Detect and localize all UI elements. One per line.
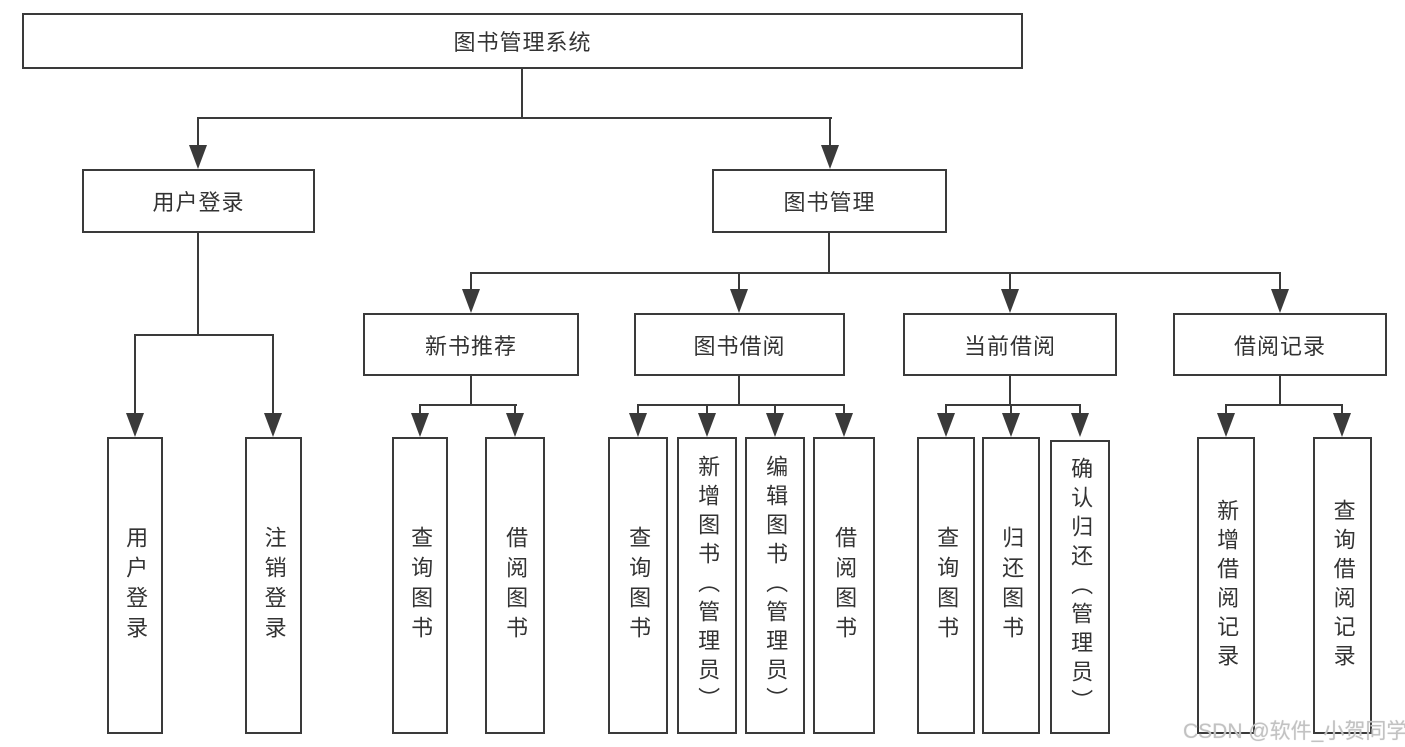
node-label: 查询借阅记录 (1330, 498, 1356, 673)
connector-stem (945, 404, 947, 418)
connector-stem (1010, 404, 1012, 418)
node-label: 编辑图书（管理员） (763, 455, 789, 716)
node-label: 新书推荐 (424, 333, 517, 359)
node-label: 新增图书（管理员） (695, 455, 721, 716)
arrowhead-book-management (821, 145, 839, 169)
connector-root-horizontal (197, 117, 832, 119)
connector-stem-current-borrow (1009, 272, 1011, 292)
arrowhead-book-borrow (730, 289, 748, 313)
node-library-management-system: 图书管理系统 (22, 13, 1023, 69)
node-label: 当前借阅 (963, 333, 1056, 359)
connector-stem (706, 404, 708, 418)
connector-current-borrow-horizontal (945, 404, 1081, 406)
connector-stem-user-login (197, 117, 199, 149)
node-borrow-records: 借阅记录 (1173, 313, 1387, 376)
connector-stem-book-management (829, 117, 831, 149)
connector-borrow-records-vertical (1279, 376, 1281, 406)
arrowhead (1217, 413, 1235, 437)
node-label: 用户登录 (152, 190, 245, 215)
leaf-borrow-books-borrow: 借阅图书 (813, 437, 875, 734)
arrowhead (506, 413, 524, 437)
leaf-confirm-return-admin: 确认归还（管理员） (1050, 440, 1110, 734)
arrowhead-user-login (189, 145, 207, 169)
connector-book-borrow-vertical (738, 376, 740, 406)
connector-stem (774, 404, 776, 418)
arrowhead (698, 413, 716, 437)
arrowhead (937, 413, 955, 437)
connector-stem-borrow-records (1279, 272, 1281, 292)
arrowhead (629, 413, 647, 437)
connector-current-borrow-vertical (1009, 376, 1011, 406)
connector-stem (843, 404, 845, 418)
connector-book-borrow-horizontal (637, 404, 845, 406)
arrowhead-current-borrow (1001, 289, 1019, 313)
connector-user-login-vertical (197, 233, 199, 335)
arrowhead (835, 413, 853, 437)
node-book-borrow: 图书借阅 (634, 313, 845, 376)
leaf-query-borrow-record: 查询借阅记录 (1313, 437, 1372, 734)
node-label: 借阅记录 (1233, 333, 1326, 359)
arrowhead (1002, 413, 1020, 437)
leaf-query-books-current: 查询图书 (917, 437, 975, 734)
node-label: 借阅图书 (832, 525, 858, 646)
node-label: 图书管理 (783, 190, 876, 215)
node-label: 查询图书 (934, 525, 960, 646)
arrowhead-borrow-records (1271, 289, 1289, 313)
leaf-add-book-admin: 新增图书（管理员） (677, 437, 737, 734)
node-current-borrow: 当前借阅 (903, 313, 1117, 376)
connector-root-vertical (521, 69, 523, 119)
node-label: 图书管理系统 (453, 30, 592, 55)
node-label: 新增借阅记录 (1214, 498, 1240, 673)
watermark: CSDN @软件_小贺同学 (1183, 720, 1405, 743)
connector-stem-leaf-user-login (134, 334, 136, 416)
node-label: 查询图书 (626, 525, 652, 646)
connector-stem-new-book (470, 272, 472, 292)
arrowhead (411, 413, 429, 437)
arrowhead (1071, 413, 1089, 437)
connector-stem-book-borrow (738, 272, 740, 292)
node-user-login: 用户登录 (82, 169, 315, 233)
arrowhead (1333, 413, 1351, 437)
connector-new-book-vertical (470, 376, 472, 406)
leaf-logout: 注销登录 (245, 437, 302, 734)
connector-book-management-horizontal (470, 272, 1281, 274)
connector-user-login-horizontal (134, 334, 274, 336)
node-label: 归还图书 (999, 525, 1025, 646)
node-label: 确认归还（管理员） (1068, 456, 1094, 718)
leaf-return-books: 归还图书 (982, 437, 1040, 734)
node-new-book-recommend: 新书推荐 (363, 313, 579, 376)
connector-stem (1225, 404, 1227, 418)
connector-stem (1341, 404, 1343, 418)
connector-stem-leaf-logout (272, 334, 274, 416)
arrowhead-new-book (462, 289, 480, 313)
connector-borrow-records-horizontal (1225, 404, 1343, 406)
connector-stem (514, 404, 516, 418)
connector-book-management-vertical (828, 233, 830, 273)
connector-stem (1079, 404, 1081, 418)
arrowhead (766, 413, 784, 437)
node-label: 借阅图书 (503, 525, 529, 646)
leaf-query-books-borrow: 查询图书 (608, 437, 668, 734)
leaf-borrow-books-recommend: 借阅图书 (485, 437, 545, 734)
node-label: 用户登录 (123, 525, 149, 646)
arrowhead-leaf-user-login (126, 413, 144, 437)
leaf-add-borrow-record: 新增借阅记录 (1197, 437, 1255, 734)
leaf-edit-book-admin: 编辑图书（管理员） (745, 437, 805, 734)
node-label: 注销登录 (261, 525, 287, 646)
node-label: 查询图书 (408, 525, 434, 646)
node-label: 图书借阅 (693, 333, 786, 359)
connector-stem (419, 404, 421, 418)
leaf-user-login: 用户登录 (107, 437, 163, 734)
connector-stem (637, 404, 639, 418)
node-book-management: 图书管理 (712, 169, 947, 233)
arrowhead-leaf-logout (264, 413, 282, 437)
leaf-query-books-recommend: 查询图书 (392, 437, 448, 734)
connector-new-book-horizontal (419, 404, 517, 406)
